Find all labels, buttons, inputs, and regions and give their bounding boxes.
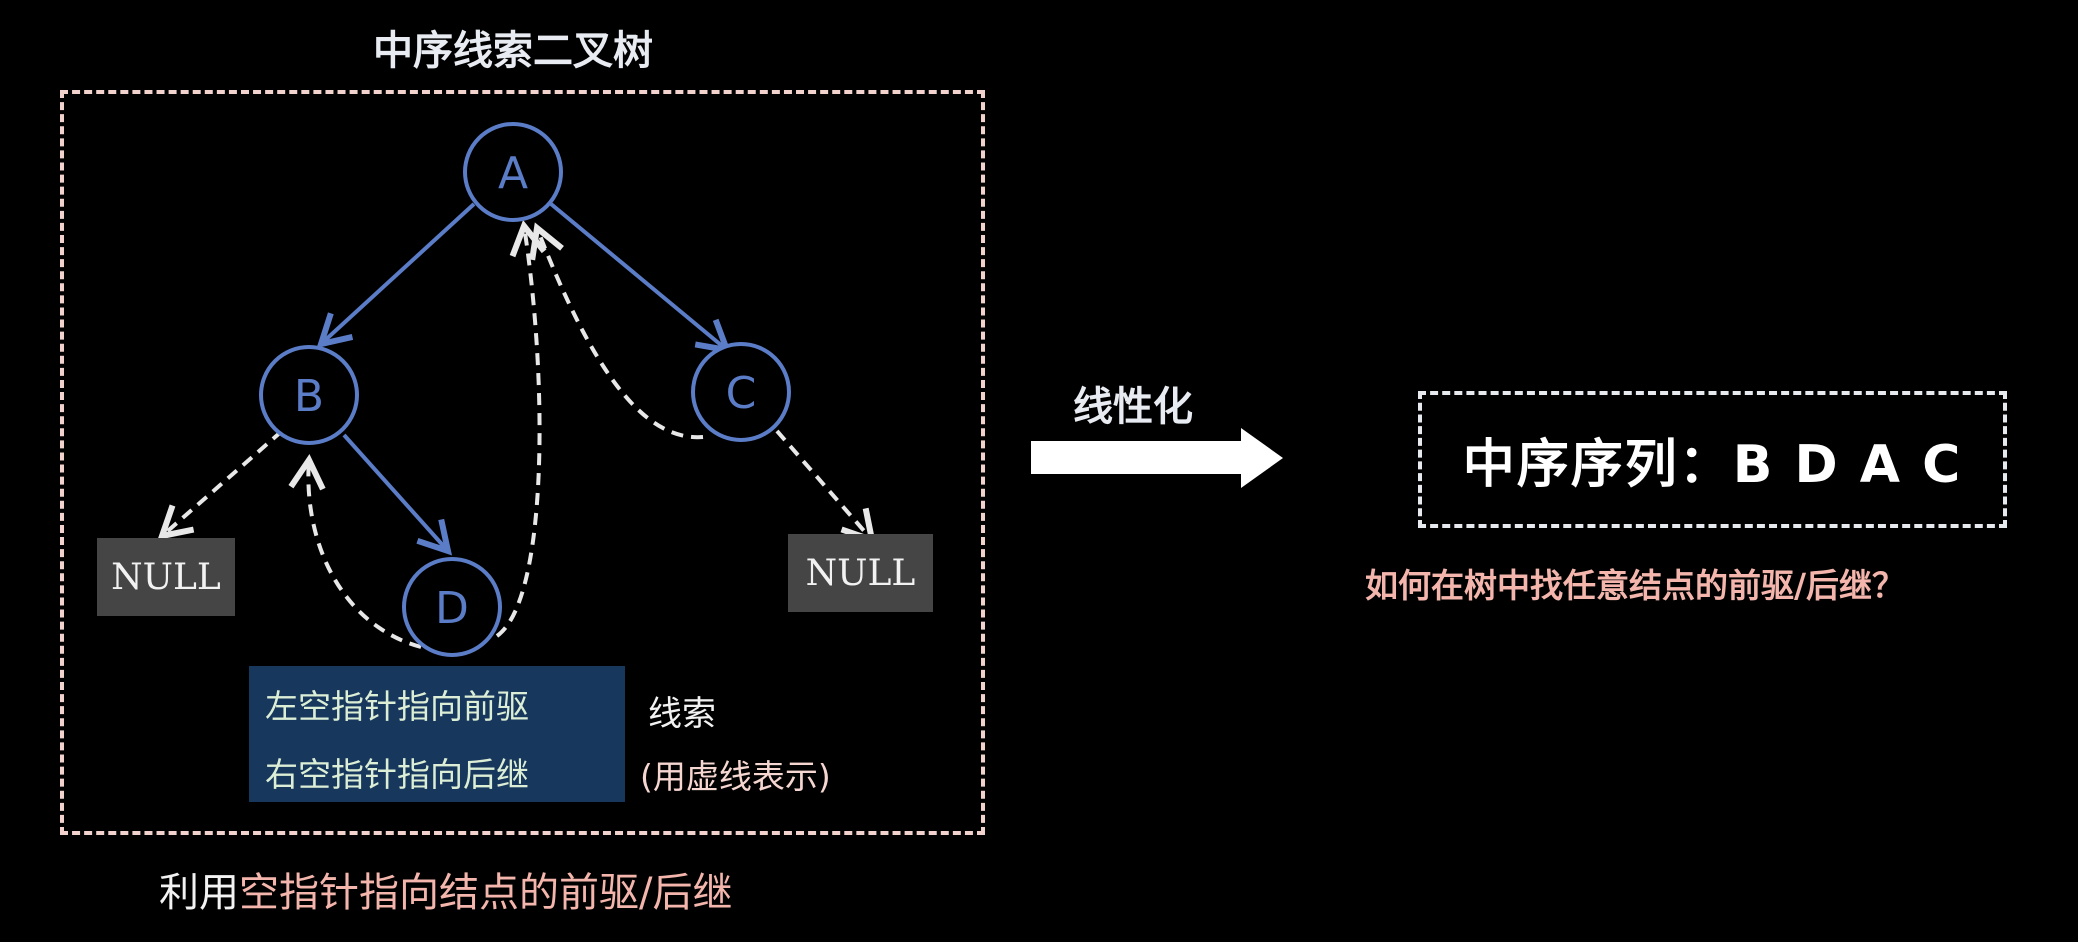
legend-left-pointer: 左空指针指向前驱 — [265, 687, 529, 726]
bottom-caption: 利用空指针指向结点的前驱/后继 — [159, 860, 732, 918]
thread-note: (用虚线表示) — [640, 757, 831, 796]
node-c: C — [691, 342, 791, 442]
diagram-title: 中序线索二叉树 — [373, 28, 653, 74]
caption-part3: 结点的前驱/后继 — [439, 870, 733, 916]
thread-c-to-null — [775, 429, 876, 545]
linearize-label: 线性化 — [1073, 384, 1193, 430]
tree-frame — [60, 90, 985, 835]
node-b: B — [259, 345, 359, 445]
legend-box: 左空指针指向前驱 右空指针指向后继 — [249, 666, 625, 802]
linearize-arrow-icon — [1031, 428, 1283, 488]
edge-a-c — [549, 202, 732, 354]
null-box-left: NULL — [97, 538, 235, 616]
thread-b-to-null — [157, 429, 284, 540]
legend-right-pointer: 右空指针指向后继 — [265, 755, 529, 794]
sequence-box: 中序序列：B D A C — [1418, 391, 2007, 528]
question-text: 如何在树中找任意结点的前驱/后继？ — [1365, 566, 1906, 605]
node-b-label: B — [294, 371, 324, 422]
null-box-right: NULL — [788, 534, 933, 612]
inorder-sequence: 中序序列：B D A C — [1462, 435, 1963, 495]
thread-label: 线索 — [648, 694, 716, 734]
edge-a-b — [316, 202, 476, 349]
node-a: A — [463, 122, 563, 222]
thread-c-to-a — [529, 222, 704, 440]
node-d-label: D — [435, 583, 469, 634]
node-d: D — [402, 557, 502, 657]
caption-part2: 空指针指向 — [239, 870, 439, 916]
caption-part1: 利用 — [159, 870, 239, 916]
edge-b-d — [342, 433, 453, 556]
thread-d-to-a — [495, 220, 547, 638]
thread-d-to-b — [288, 453, 422, 649]
node-a-label: A — [498, 148, 528, 199]
node-c-label: C — [726, 368, 757, 419]
